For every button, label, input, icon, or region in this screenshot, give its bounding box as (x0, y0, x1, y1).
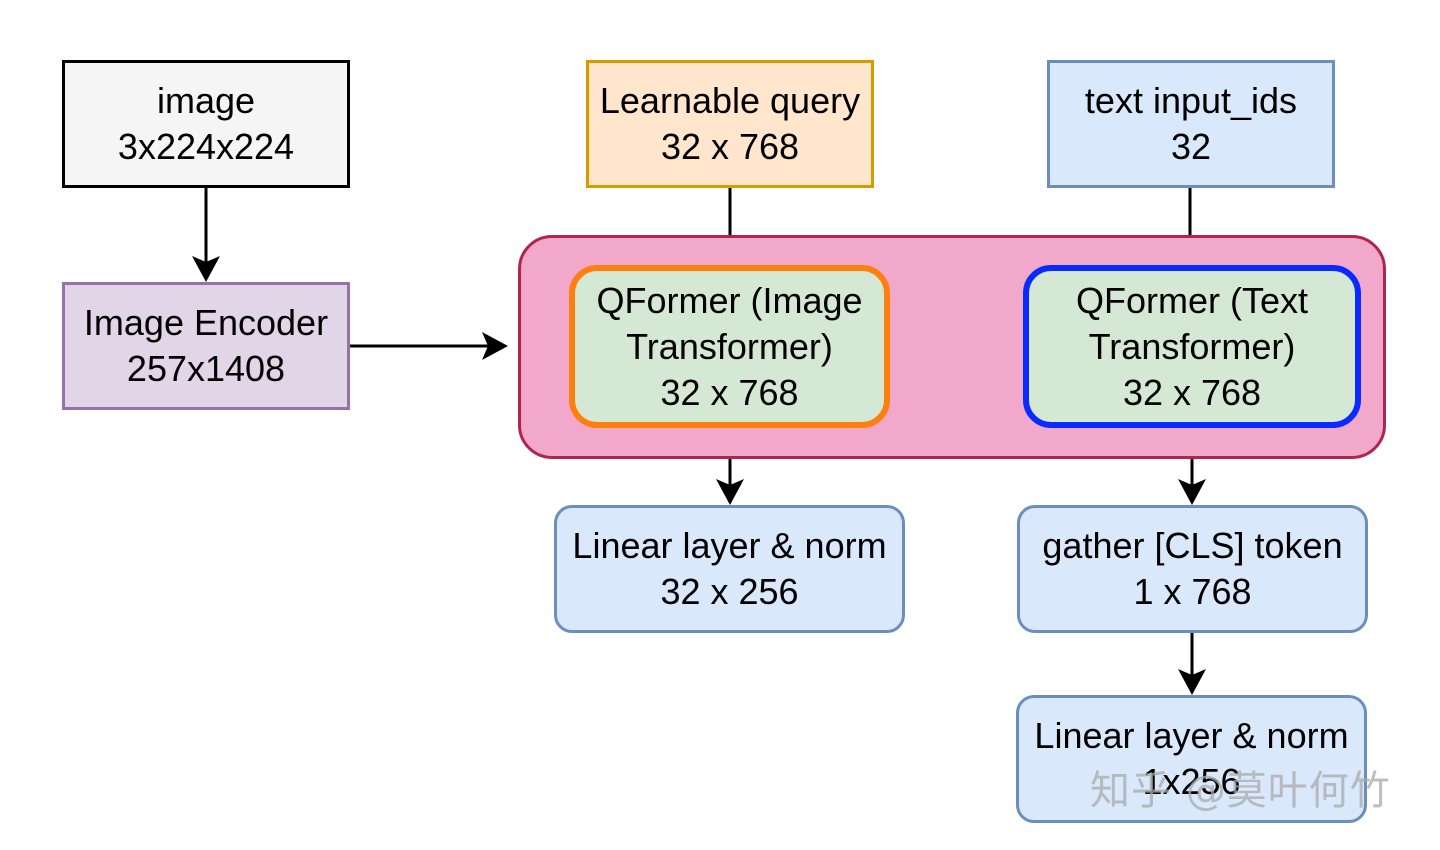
node-label: text input_ids (1084, 80, 1298, 121)
node-label: Learnable query (599, 80, 861, 121)
edge-gather-to-linear-text (1178, 633, 1206, 695)
image-encoder-node: Image Encoder 257x1408 (62, 282, 350, 410)
node-shape: 32 x 768 (660, 126, 800, 167)
node-label: Linear layer & norm (572, 525, 887, 566)
watermark-text: 知乎 @莫叶何竹 (1090, 768, 1391, 814)
node-shape: 257x1408 (126, 348, 286, 389)
node-shape: 32 x 768 (660, 371, 799, 413)
qformer-image-transformer-node: QFormer (Image Transformer) 32 x 768 (569, 265, 890, 428)
node-label: QFormer (Text (1075, 279, 1308, 321)
learnable-query-node: Learnable query 32 x 768 (586, 60, 874, 188)
linear-norm-text-node: Linear layer & norm 1x256 (1016, 695, 1367, 823)
node-shape: 32 x 256 (660, 571, 799, 612)
image-input-node: image 3x224x224 (62, 60, 350, 188)
node-shape: 32 x 768 (1122, 371, 1262, 413)
node-shape: 32 (1170, 126, 1212, 167)
node-label: gather [CLS] token (1042, 525, 1343, 566)
node-label: Linear layer & norm (1034, 715, 1349, 756)
node-label-cont: Transformer) (1088, 325, 1296, 367)
node-label-cont: Transformer) (626, 325, 833, 367)
gather-cls-token-node: gather [CLS] token 1 x 768 (1017, 505, 1368, 633)
node-shape: 1x256 (1142, 761, 1241, 802)
node-label: image (156, 80, 256, 121)
node-shape: 3x224x224 (117, 126, 295, 167)
node-label: QFormer (Image (596, 279, 863, 321)
edge-image-to-encoder (192, 188, 220, 282)
text-input-ids-node: text input_ids 32 (1047, 60, 1335, 188)
edge-encoder-to-qformer-group (350, 332, 508, 360)
node-shape: 1 x 768 (1133, 571, 1252, 612)
linear-norm-image-node: Linear layer & norm 32 x 256 (554, 505, 905, 633)
qformer-text-transformer-node: QFormer (Text Transformer) 32 x 768 (1023, 265, 1361, 428)
node-label: Image Encoder (83, 302, 329, 343)
